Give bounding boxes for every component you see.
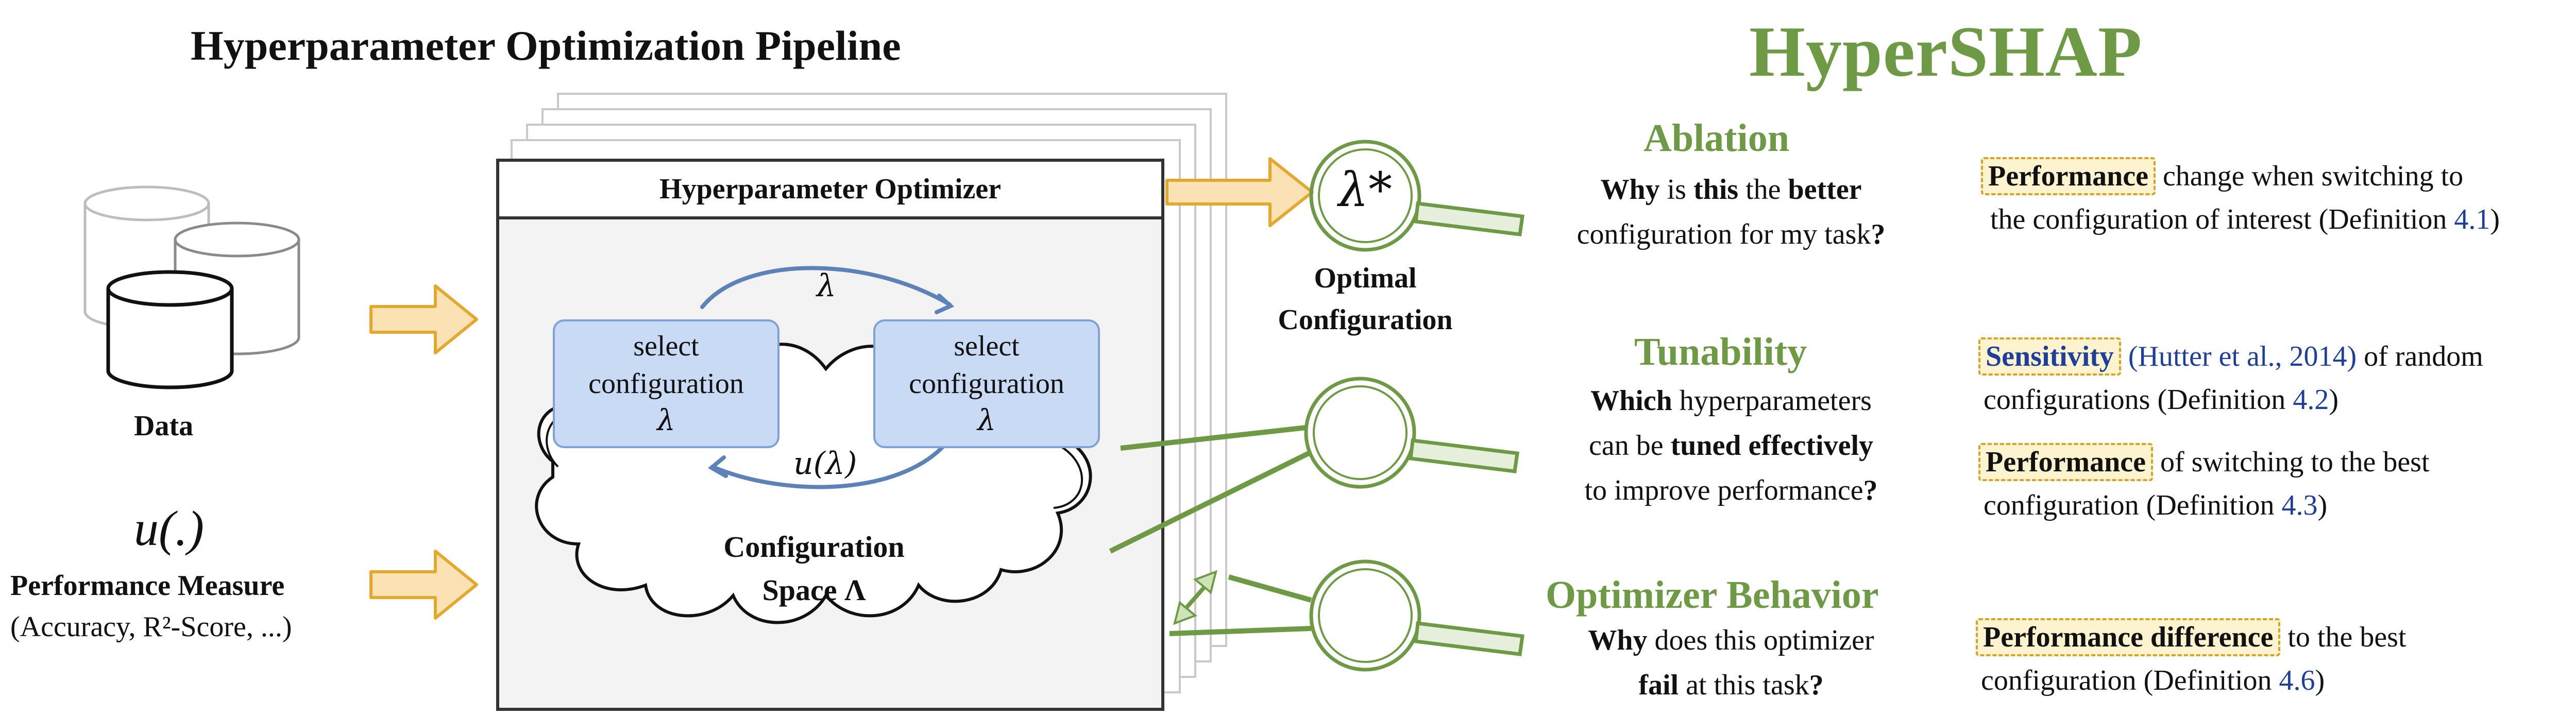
hypershap-title: HyperSHAP	[1749, 12, 2143, 92]
ablation-description: Performance change when switching to the…	[1981, 155, 2500, 241]
tunability-question: Which hyperparameters can be tuned effec…	[1584, 385, 1878, 506]
ablation-question: Why is this the better configuration for…	[1577, 174, 1886, 250]
optimizer-behavior-question: Why does this optimizer fail at this tas…	[1588, 624, 1874, 701]
optimizer-behavior-description: Performance difference to the best confi…	[1976, 616, 2406, 702]
optimal-config-symbol: λ*	[1338, 162, 1393, 217]
lambda-arc-label: λ	[817, 268, 837, 304]
magnifier-icon	[1309, 559, 1524, 672]
optimizer-header: Hyperparameter Optimizer	[496, 159, 1164, 219]
magnifier-icon	[1309, 140, 1524, 252]
arc-top	[700, 266, 952, 309]
tunability-performance: Performance of switching to the best con…	[1978, 440, 2430, 527]
tunability-sensitivity: Sensitivity (Hutter et al., 2014) of ran…	[1978, 335, 2483, 421]
performance-measure-label: Performance Measure	[10, 570, 285, 602]
ablation-title: Ablation	[1643, 116, 1789, 160]
arc-bottom	[710, 434, 954, 489]
tunability-title: Tunability	[1634, 330, 1807, 373]
pipeline-title: Hyperparameter Optimization Pipeline	[191, 22, 901, 69]
sensitivity-tag: Sensitivity	[1978, 337, 2121, 376]
performance-measure-examples: (Accuracy, R²-Score, ...)	[10, 611, 292, 643]
optimizer-behavior-title: Optimizer Behavior	[1546, 573, 1879, 617]
data-label: Data	[134, 410, 194, 442]
magnifier-icon	[1304, 377, 1519, 489]
select-config-box-1: select configuration λ	[553, 319, 779, 448]
performance-tag: Performance	[1981, 157, 2156, 195]
input-arrow-performance	[369, 550, 478, 620]
optimal-config-label: Optimal Configuration	[1278, 262, 1453, 336]
performance-difference-tag: Performance difference	[1976, 618, 2281, 656]
config-space-label: Configuration Space Λ	[723, 530, 905, 607]
select-config-box-2: select configuration λ	[873, 319, 1100, 448]
u-lambda-label: u(λ)	[793, 446, 857, 482]
performance-tag: Performance	[1978, 443, 2153, 481]
performance-function: u(.)	[134, 501, 204, 556]
input-arrow-data	[369, 284, 478, 354]
database-icon	[83, 185, 300, 389]
output-arrow	[1165, 157, 1314, 227]
